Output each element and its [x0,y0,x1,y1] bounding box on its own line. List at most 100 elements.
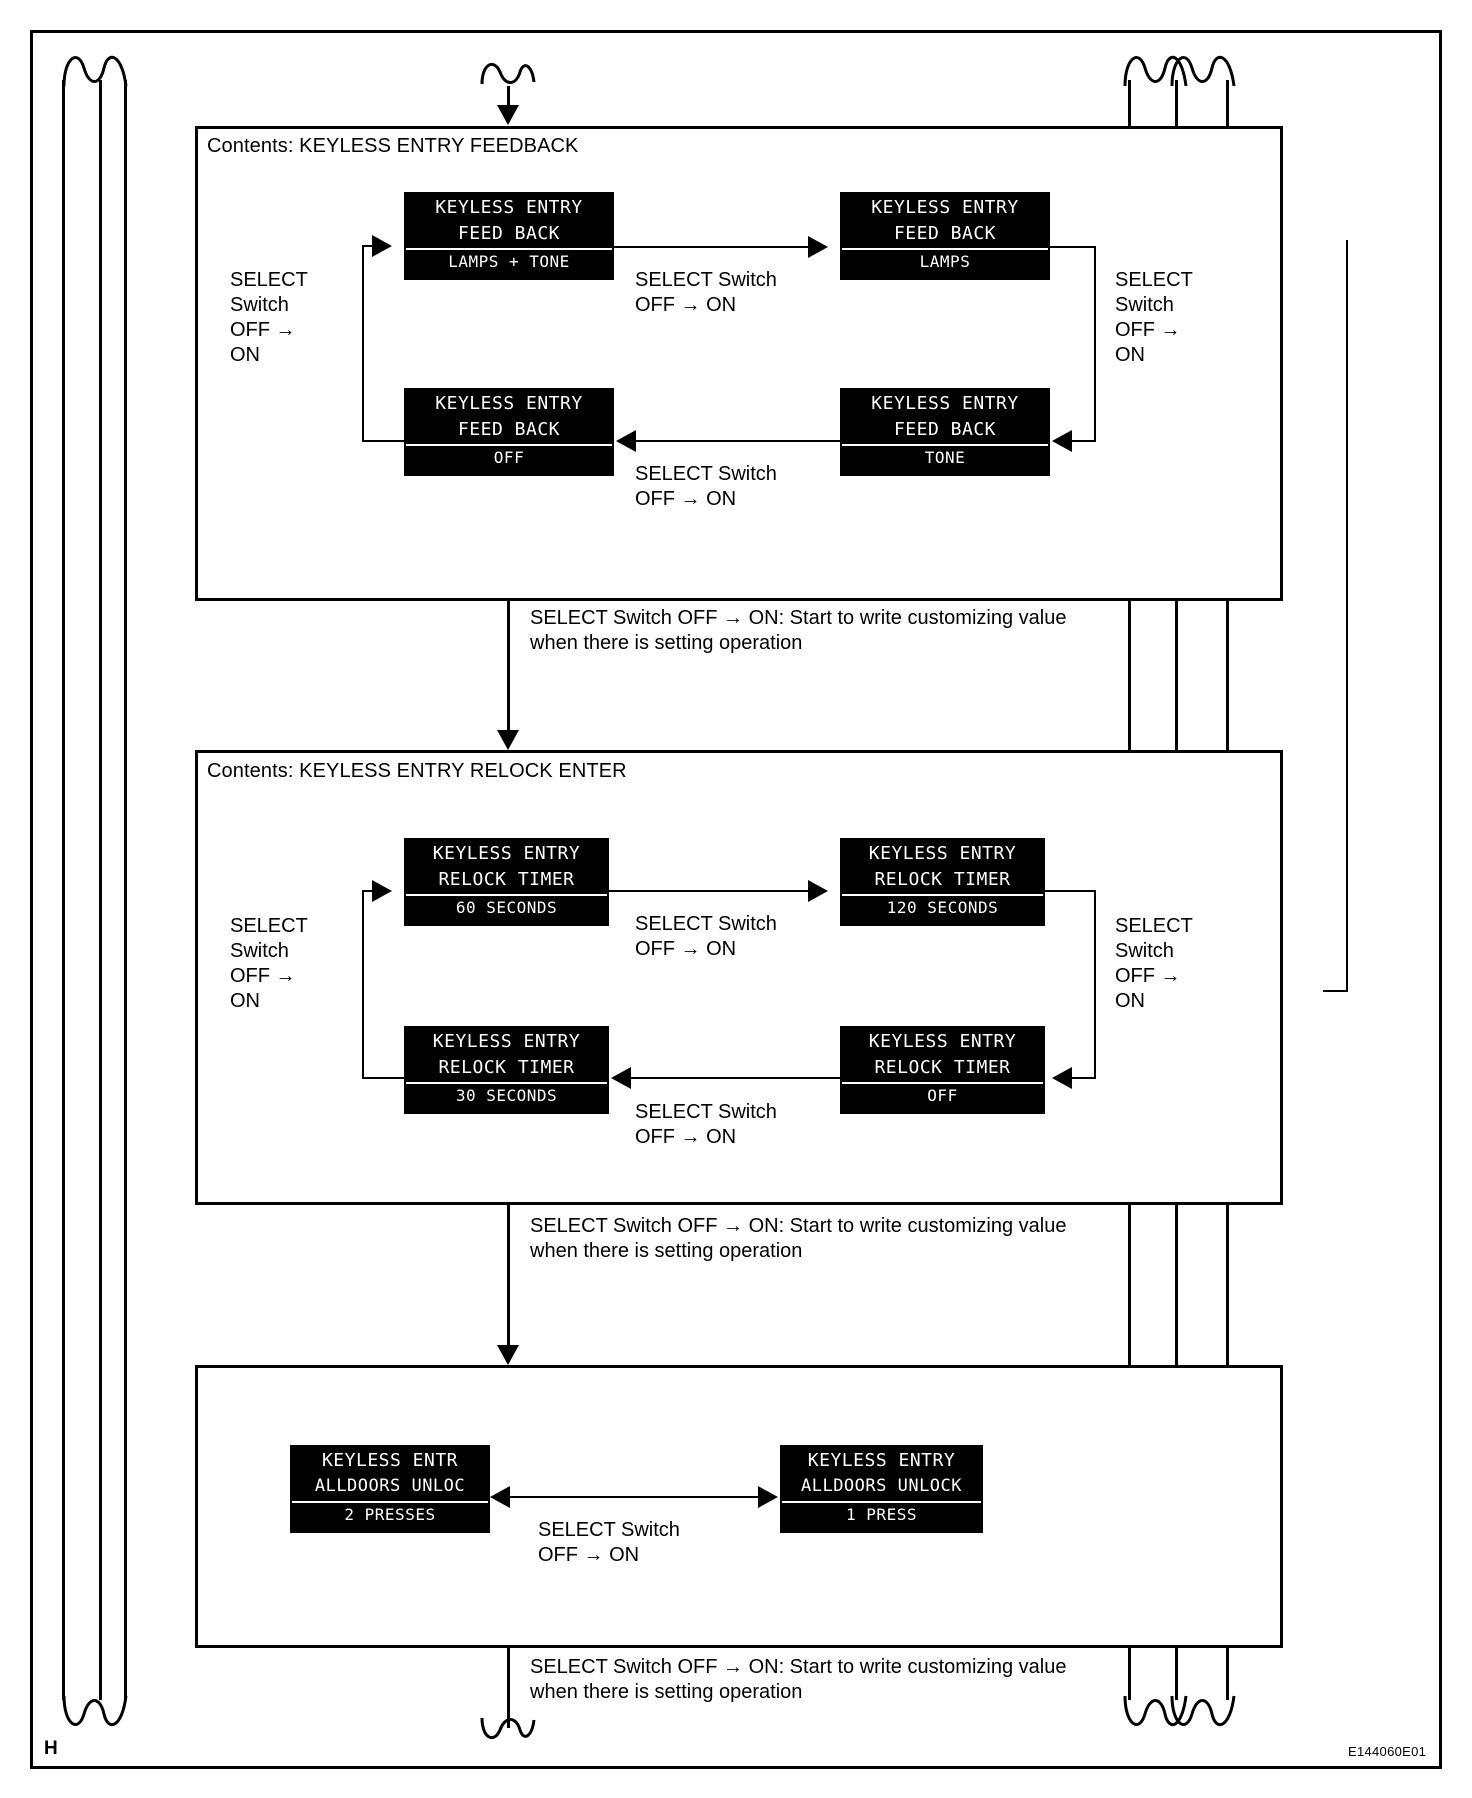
lcd-line2: ALLDOORS UNLOCK [800,1476,963,1496]
s2-select-top-label: SELECT Switch OFF → ON [635,913,777,960]
section-1-frame [195,126,1283,601]
s3-arrow-right [758,1486,778,1508]
lcd-value: 1 PRESS [846,1505,917,1524]
lcd-alldoors-2-presses: KEYLESS ENTR ALLDOORS UNLOC 2 PRESSES [290,1445,490,1533]
lcd-relock-30s: KEYLESS ENTRY RELOCK TIMER 30 SECONDS [404,1026,609,1114]
lcd-separator [406,444,612,446]
s1-left-loop-vertical [362,245,364,441]
lcd-separator [842,248,1048,250]
lcd-line2: RELOCK TIMER [438,1057,575,1078]
s1-arrow-to-tone [1052,430,1072,452]
lcd-separator [406,248,612,250]
lcd-value: LAMPS [919,252,971,271]
write-note-2: SELECT Switch OFF → ON: Start to write c… [530,1215,1067,1262]
lcd-line2: FEED BACK [457,419,561,440]
s2-left-loop-vertical [362,890,364,1078]
lcd-separator [406,1082,607,1084]
s2-arrow-to-120s [808,880,828,902]
lcd-value: 60 SECONDS [455,898,558,917]
s2-arrow-into-60s [372,880,392,902]
s1-arrow-into-lamps-tone [372,235,392,257]
figure-id: E144060E01 [1348,1744,1427,1759]
lcd-relock-60s: KEYLESS ENTRY RELOCK TIMER 60 SECONDS [404,838,609,926]
lcd-line1: KEYLESS ENTRY [871,393,1019,414]
lcd-line2: FEED BACK [893,419,997,440]
lcd-separator [782,1501,981,1503]
s2-select-bottom-label: SELECT Switch OFF → ON [635,1101,777,1148]
lcd-line2: RELOCK TIMER [874,1057,1011,1078]
lcd-feedback-lamps: KEYLESS ENTRY FEED BACK LAMPS [840,192,1050,280]
spine-arrow-top [497,105,519,125]
s2-bottom-connector [631,1077,840,1079]
write-note-3: SELECT Switch OFF → ON: Start to write c… [530,1656,1067,1703]
s1-left-loop-top [362,245,372,247]
lcd-relock-off: KEYLESS ENTRY RELOCK TIMER OFF [840,1026,1045,1114]
lcd-separator [406,894,607,896]
s1-left-loop-bottom [362,440,406,442]
lcd-line2: FEED BACK [893,223,997,244]
s2-left-loop-top [362,890,372,892]
lcd-separator [292,1501,488,1503]
s1-select-right-label: SELECT Switch OFF → ON [1115,269,1193,366]
spine-line-1-2 [507,601,510,741]
lcd-value: 120 SECONDS [886,898,999,917]
spine-arrow-to-section2 [497,730,519,750]
s1-select-top-label: SELECT Switch OFF → ON [635,269,777,316]
s1-select-bottom-label: SELECT Switch OFF → ON [635,463,777,510]
s3-connector [510,1496,760,1498]
lcd-separator [842,444,1048,446]
tear-squiggle-bottom-center [480,1717,536,1740]
s3-select-label: SELECT Switch OFF → ON [538,1519,680,1566]
lcd-line2: RELOCK TIMER [874,869,1011,890]
spine-line-bottom [507,1648,510,1728]
section-1-title: Contents: KEYLESS ENTRY FEEDBACK [207,135,579,157]
lcd-value: 30 SECONDS [455,1086,558,1105]
s1-right-loop-top [1050,246,1096,248]
page-rail-left-inner [99,80,102,1700]
s2-right-loop-vertical [1094,890,1096,1078]
lcd-value: OFF [927,1086,958,1105]
lcd-feedback-lamps-tone: KEYLESS ENTRY FEED BACK LAMPS + TONE [404,192,614,280]
tear-squiggle-top-left [62,56,128,87]
s2-external-return-horizontal [1323,990,1347,992]
s3-arrow-left [490,1486,510,1508]
tear-squiggle-top-center [480,62,536,85]
lcd-relock-120s: KEYLESS ENTRY RELOCK TIMER 120 SECONDS [840,838,1045,926]
lcd-line2: FEED BACK [457,223,561,244]
write-note-1: SELECT Switch OFF → ON: Start to write c… [530,607,1067,654]
s2-right-loop-bottom [1072,1077,1096,1079]
lcd-line1: KEYLESS ENTRY [807,1450,956,1471]
lcd-line1: KEYLESS ENTRY [432,843,581,864]
lcd-feedback-tone: KEYLESS ENTRY FEED BACK TONE [840,388,1050,476]
lcd-separator [842,894,1043,896]
section-2-frame [195,750,1283,1205]
s2-arrow-to-30s [611,1067,631,1089]
s1-select-left-label: SELECT Switch OFF → ON [230,269,308,366]
spine-line-2-3 [507,1205,510,1355]
s1-right-loop-bottom [1072,440,1096,442]
page-edge-left [30,30,33,1769]
lcd-line1: KEYLESS ENTR [321,1450,459,1471]
s1-bottom-connector [636,440,840,442]
lcd-separator [842,1082,1043,1084]
s2-external-return-vertical [1346,240,1348,992]
page-edge-bottom [30,1766,1442,1769]
lcd-line1: KEYLESS ENTRY [868,843,1017,864]
page-edge-right [1439,30,1442,1769]
s2-left-loop-bottom [362,1077,406,1079]
s2-arrow-to-off [1052,1067,1072,1089]
page-edge-top [30,30,1442,33]
spine-line-top [507,86,510,114]
s1-arrow-to-off [616,430,636,452]
s2-top-connector [609,890,810,892]
spine-arrow-to-section3 [497,1345,519,1365]
tear-squiggle-top-right [1123,56,1236,87]
s1-top-connector [614,246,810,248]
lcd-feedback-off: KEYLESS ENTRY FEED BACK OFF [404,388,614,476]
page-rail-left-outer [62,80,65,1700]
s2-select-right-label: SELECT Switch OFF → ON [1115,915,1193,1012]
lcd-line1: KEYLESS ENTRY [435,393,583,414]
page-rail-left-inner2 [124,80,127,1700]
lcd-value: TONE [924,448,966,467]
